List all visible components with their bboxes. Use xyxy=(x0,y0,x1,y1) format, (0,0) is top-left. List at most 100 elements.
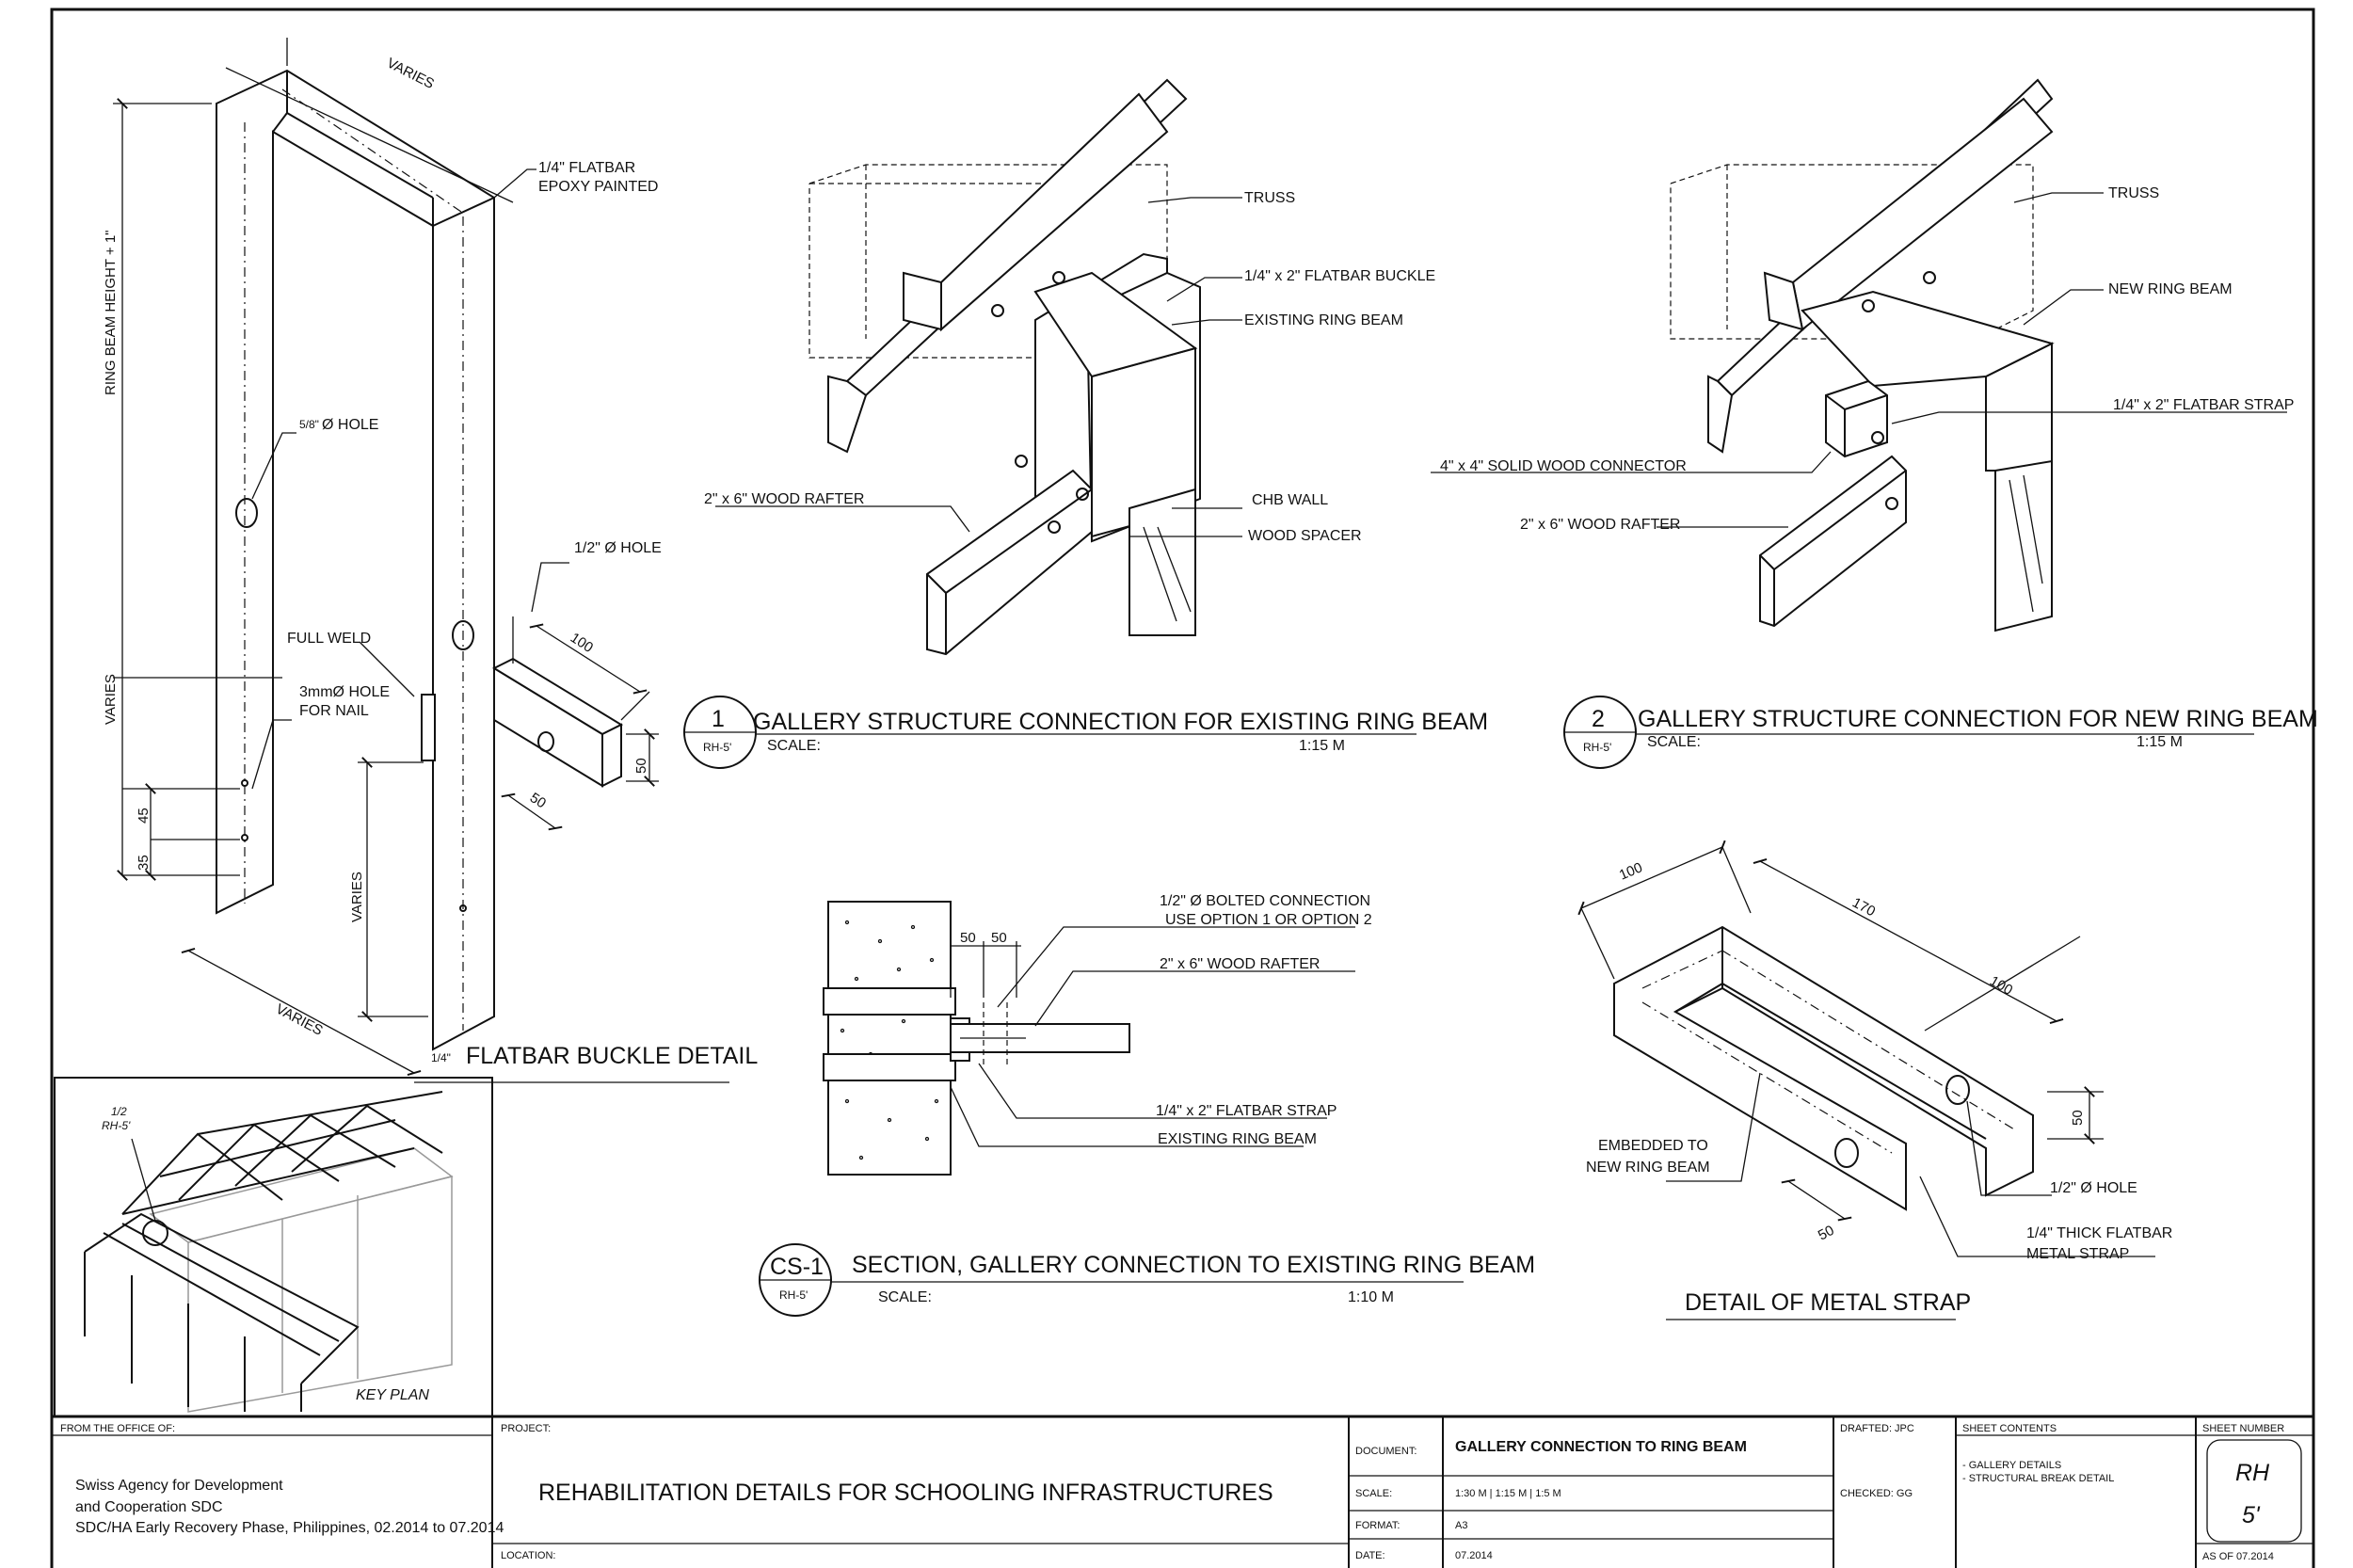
d2-scale-value: 1:15 M xyxy=(2137,734,2183,750)
key-plan-title: KEY PLAN xyxy=(356,1387,429,1403)
tb-sheet-number-label: SHEET NUMBER xyxy=(2202,1423,2284,1434)
tb-project-label: PROJECT: xyxy=(501,1423,551,1434)
strap-dim-100b: 100 xyxy=(1987,973,2015,999)
strap-label-thick-2: METAL STRAP xyxy=(2026,1246,2129,1262)
strap-label-thick-1: 1/4" THICK FLATBAR xyxy=(2026,1225,2172,1241)
cs1-label-strap: 1/4" x 2" FLATBAR STRAP xyxy=(1156,1103,1337,1119)
tb-office-label: FROM THE OFFICE OF: xyxy=(60,1423,175,1434)
cs1-label-bolted-1: 1/2" Ø BOLTED CONNECTION xyxy=(1160,893,1370,909)
metal-strap xyxy=(1613,925,2034,1211)
d1-sheet-ref: RH-5' xyxy=(703,741,731,754)
cs1-number: CS-1 xyxy=(770,1254,824,1280)
rafter-2 xyxy=(1759,455,1907,628)
tb-checked: CHECKED: GG xyxy=(1840,1488,1913,1499)
tb-office-line1: Swiss Agency for Development xyxy=(75,1478,283,1494)
detail-1: TRUSS 1/4" x 2" FLATBAR BUCKLE EXISTING … xyxy=(683,78,1488,769)
strap-dim-170: 170 xyxy=(1849,895,1878,920)
d2-label-truss: TRUSS xyxy=(2108,185,2159,201)
detail-a-title-fraction: 1/4" xyxy=(431,1051,451,1064)
label-full-weld: FULL WELD xyxy=(287,631,371,647)
tb-sheet-number-2: 5' xyxy=(2242,1502,2261,1528)
strap-bottom xyxy=(823,1053,956,1081)
key-plan-ref-num: 1/2 xyxy=(111,1105,127,1118)
strap-label-embedded-2: NEW RING BEAM xyxy=(1586,1160,1710,1176)
strap-dim-100a: 100 xyxy=(1617,859,1645,883)
strap-label-hole: 1/2" Ø HOLE xyxy=(2050,1180,2137,1196)
label-dim-50a: 50 xyxy=(633,758,649,774)
label-dim-100: 100 xyxy=(568,630,596,656)
label-hole-3mm-2: FOR NAIL xyxy=(299,703,369,719)
tb-date-value: 07.2014 xyxy=(1455,1550,1493,1561)
strap-label-embedded-1: EMBEDDED TO xyxy=(1598,1138,1708,1154)
metal-strap-detail: 100 170 100 50 50 EMBEDDED TO NEW RING B… xyxy=(1577,840,2172,1320)
d1-label-rafter: 2" x 6" WOOD RAFTER xyxy=(704,491,864,507)
label-epoxy: EPOXY PAINTED xyxy=(538,179,658,195)
d2-sheet-ref: RH-5' xyxy=(1583,741,1611,754)
label-varies-top: VARIES xyxy=(384,55,437,92)
title-block: FROM THE OFFICE OF: Swiss Agency for Dev… xyxy=(52,1415,2313,1568)
concrete-wall xyxy=(827,901,952,1176)
tb-project-name: REHABILITATION DETAILS FOR SCHOOLING INF… xyxy=(538,1480,1273,1506)
detail-2: TRUSS NEW RING BEAM 1/4" x 2" FLATBAR ST… xyxy=(1431,78,2318,769)
tb-scale-label: SCALE: xyxy=(1355,1488,1392,1499)
tb-contents-2: - STRUCTURAL BREAK DETAIL xyxy=(1962,1473,2114,1484)
tb-as-of: AS OF 07.2014 xyxy=(2202,1551,2274,1562)
label-varies-left: VARIES xyxy=(103,674,119,725)
d2-number: 2 xyxy=(1592,706,1605,732)
sheet-border xyxy=(50,8,2315,1568)
d2-label-strap: 1/4" x 2" FLATBAR STRAP xyxy=(2113,397,2294,413)
label-dim-50b: 50 xyxy=(527,790,549,811)
cs1-title: SECTION, GALLERY CONNECTION TO EXISTING … xyxy=(852,1252,1535,1278)
weld-plate xyxy=(421,694,436,761)
tb-date-label: DATE: xyxy=(1355,1550,1385,1561)
label-hole-half: 1/2" Ø HOLE xyxy=(574,540,662,556)
label-varies-mid: VARIES xyxy=(349,872,365,922)
tb-location-label: LOCATION: xyxy=(501,1550,555,1561)
label-hole-3mm-1: 3mmØ HOLE xyxy=(299,684,390,700)
label-dim-35: 35 xyxy=(136,855,152,871)
flatbar-buckle-detail: VARIES 1/4" FLATBAR EPOXY PAINTED RING B… xyxy=(103,38,758,1083)
tb-office-line2: and Cooperation SDC xyxy=(75,1499,223,1515)
label-flatbar: 1/4" FLATBAR xyxy=(538,160,635,176)
d1-title: GALLERY STRUCTURE CONNECTION FOR EXISTIN… xyxy=(753,709,1488,735)
cs1-dim-50a: 50 xyxy=(960,930,976,946)
tb-office-line3: SDC/HA Early Recovery Phase, Philippines… xyxy=(75,1520,504,1536)
tb-format-value: A3 xyxy=(1455,1520,1467,1531)
d1-scale-value: 1:15 M xyxy=(1299,738,1345,754)
tb-drafted: DRAFTED: JPC xyxy=(1840,1423,1914,1434)
label-hole-58: Ø HOLE xyxy=(322,417,378,433)
d1-scale-label: SCALE: xyxy=(767,738,821,754)
key-plan: 1/2 RH-5' KEY PLAN xyxy=(54,1077,493,1417)
detail-a-title: FLATBAR BUCKLE DETAIL xyxy=(466,1043,758,1069)
tb-contents-label: SHEET CONTENTS xyxy=(1962,1423,2057,1434)
strap-dim-50b: 50 xyxy=(1816,1223,1837,1244)
strap-title: DETAIL OF METAL STRAP xyxy=(1685,1289,1971,1316)
d1-label-chb: CHB WALL xyxy=(1252,492,1328,508)
label-ring-beam-height: RING BEAM HEIGHT + 1" xyxy=(103,230,119,395)
label-varies-bottom: VARIES xyxy=(273,1001,326,1039)
cs1-sheet-ref: RH-5' xyxy=(779,1288,808,1302)
tb-contents-1: - GALLERY DETAILS xyxy=(1962,1460,2061,1471)
tb-format-label: FORMAT: xyxy=(1355,1520,1400,1531)
strap-top xyxy=(823,987,956,1016)
tb-document-value: GALLERY CONNECTION TO RING BEAM xyxy=(1455,1439,1747,1455)
cs1-label-ring-beam: EXISTING RING BEAM xyxy=(1158,1131,1317,1147)
rafter-1 xyxy=(926,469,1093,656)
strap-dim-50a: 50 xyxy=(2070,1110,2086,1126)
d1-number: 1 xyxy=(712,706,725,732)
tb-sheet-number-1: RH xyxy=(2235,1460,2270,1486)
tb-document-label: DOCUMENT: xyxy=(1355,1446,1417,1457)
key-plan-ref-sheet: RH-5' xyxy=(102,1119,131,1132)
d2-label-new-ring-beam: NEW RING BEAM xyxy=(2108,281,2233,297)
section-cs1: 50 50 1/2" Ø BOLTED CONNECTION USE OPTIO… xyxy=(759,893,1535,1317)
tb-scale-value: 1:30 M | 1:15 M | 1:5 M xyxy=(1455,1488,1561,1499)
d2-scale-label: SCALE: xyxy=(1647,734,1701,750)
d1-label-spacer: WOOD SPACER xyxy=(1248,528,1362,544)
d2-label-connector: 4" x 4" SOLID WOOD CONNECTOR xyxy=(1440,458,1687,474)
d2-title: GALLERY STRUCTURE CONNECTION FOR NEW RIN… xyxy=(1638,706,2318,732)
label-hole-58-frac: 5/8" xyxy=(299,418,319,431)
d1-label-buckle: 1/4" x 2" FLATBAR BUCKLE xyxy=(1244,268,1435,284)
cs1-scale-label: SCALE: xyxy=(878,1289,932,1305)
cs1-dim-50b: 50 xyxy=(991,930,1007,946)
hole-58 xyxy=(235,498,258,528)
